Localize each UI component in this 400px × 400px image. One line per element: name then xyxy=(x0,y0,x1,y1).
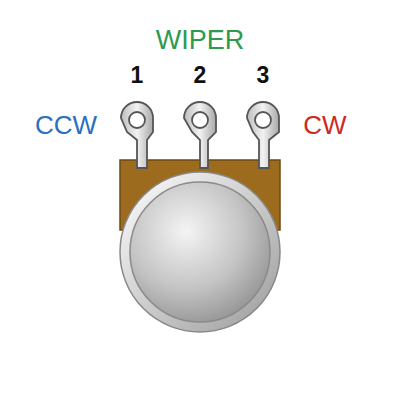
pin-number: 3 xyxy=(257,64,270,87)
pin-hole xyxy=(255,112,271,128)
direction-label: CCW xyxy=(35,112,97,138)
pin-tab xyxy=(184,102,216,168)
pin-hole xyxy=(129,112,145,128)
knob xyxy=(130,182,270,322)
pin-tab xyxy=(121,102,153,168)
pin-number: 1 xyxy=(131,64,144,87)
pin-tab xyxy=(247,102,279,168)
wiper-label: WIPER xyxy=(156,27,245,54)
knob-ring xyxy=(120,172,280,332)
pin-holes xyxy=(129,112,271,128)
pin-hole xyxy=(192,112,208,128)
pin-number: 2 xyxy=(194,64,207,87)
direction-label: CW xyxy=(303,112,346,138)
pin-tabs xyxy=(121,102,279,168)
